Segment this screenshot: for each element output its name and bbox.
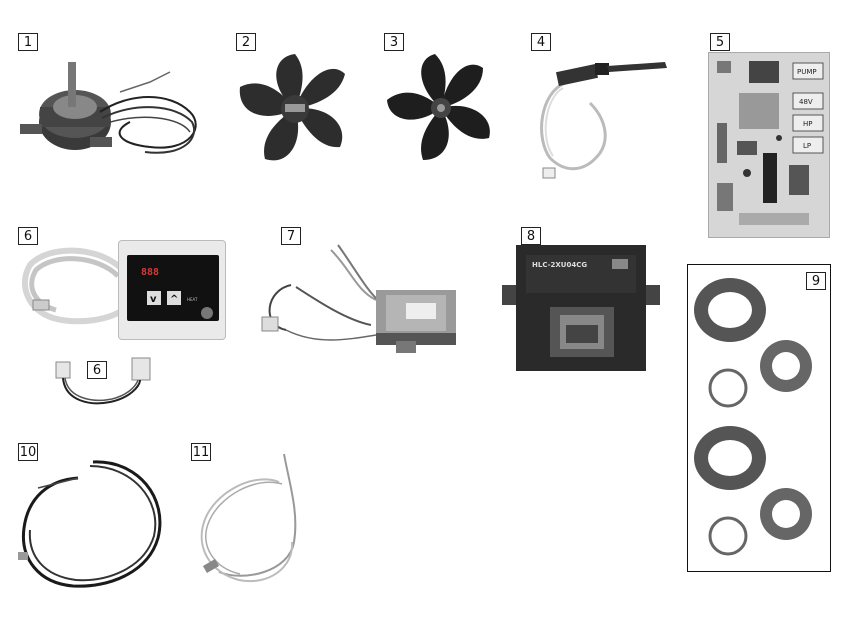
control-panel-image: 888 v ^ HEAT: [118, 240, 226, 340]
contactor-image: HLC-2XU04CG: [502, 245, 660, 371]
part-number-1: 1: [18, 33, 38, 51]
pcb-label-hp: HP: [803, 120, 813, 128]
pcb-label-lp: LP: [803, 142, 811, 150]
part-number-11: 11: [191, 443, 211, 461]
pressure-switch-image: [540, 62, 667, 179]
part-number-10: 10: [18, 443, 38, 461]
part-number-4: 4: [531, 33, 551, 51]
fan-blade-large-image: [239, 54, 345, 161]
part-number-5: 5: [710, 33, 730, 51]
pcb-label-48v: 48V: [799, 98, 813, 106]
svg-text:^: ^: [170, 294, 178, 305]
part-number-6b: 6: [87, 361, 107, 379]
panel-display: 888: [141, 267, 159, 278]
sensor-cable-long-image: [18, 460, 162, 588]
pcb-label-pump: PUMP: [797, 68, 817, 76]
part-number-8: 8: [521, 227, 541, 245]
part-number-3: 3: [384, 33, 404, 51]
part-number-9: 9: [806, 272, 826, 290]
part-number-2: 2: [236, 33, 256, 51]
fan-blade-small-image: [387, 54, 490, 160]
contactor-model: HLC-2XU04CG: [532, 261, 587, 269]
temperature-probe-image: [200, 453, 297, 583]
part-number-6: 6: [18, 227, 38, 245]
transformer-image: [261, 244, 456, 353]
union-fittings-frame: [687, 264, 831, 572]
control-board-image: PUMP 48V HP LP: [708, 52, 830, 238]
part-number-7: 7: [281, 227, 301, 245]
panel-heat-label: HEAT: [187, 297, 198, 302]
svg-text:v: v: [150, 294, 157, 305]
union-fittings-image: [694, 278, 812, 556]
fan-motor-image: [20, 62, 197, 154]
control-panel-cable-image: [22, 247, 126, 325]
connector-cable-image: [55, 357, 151, 405]
